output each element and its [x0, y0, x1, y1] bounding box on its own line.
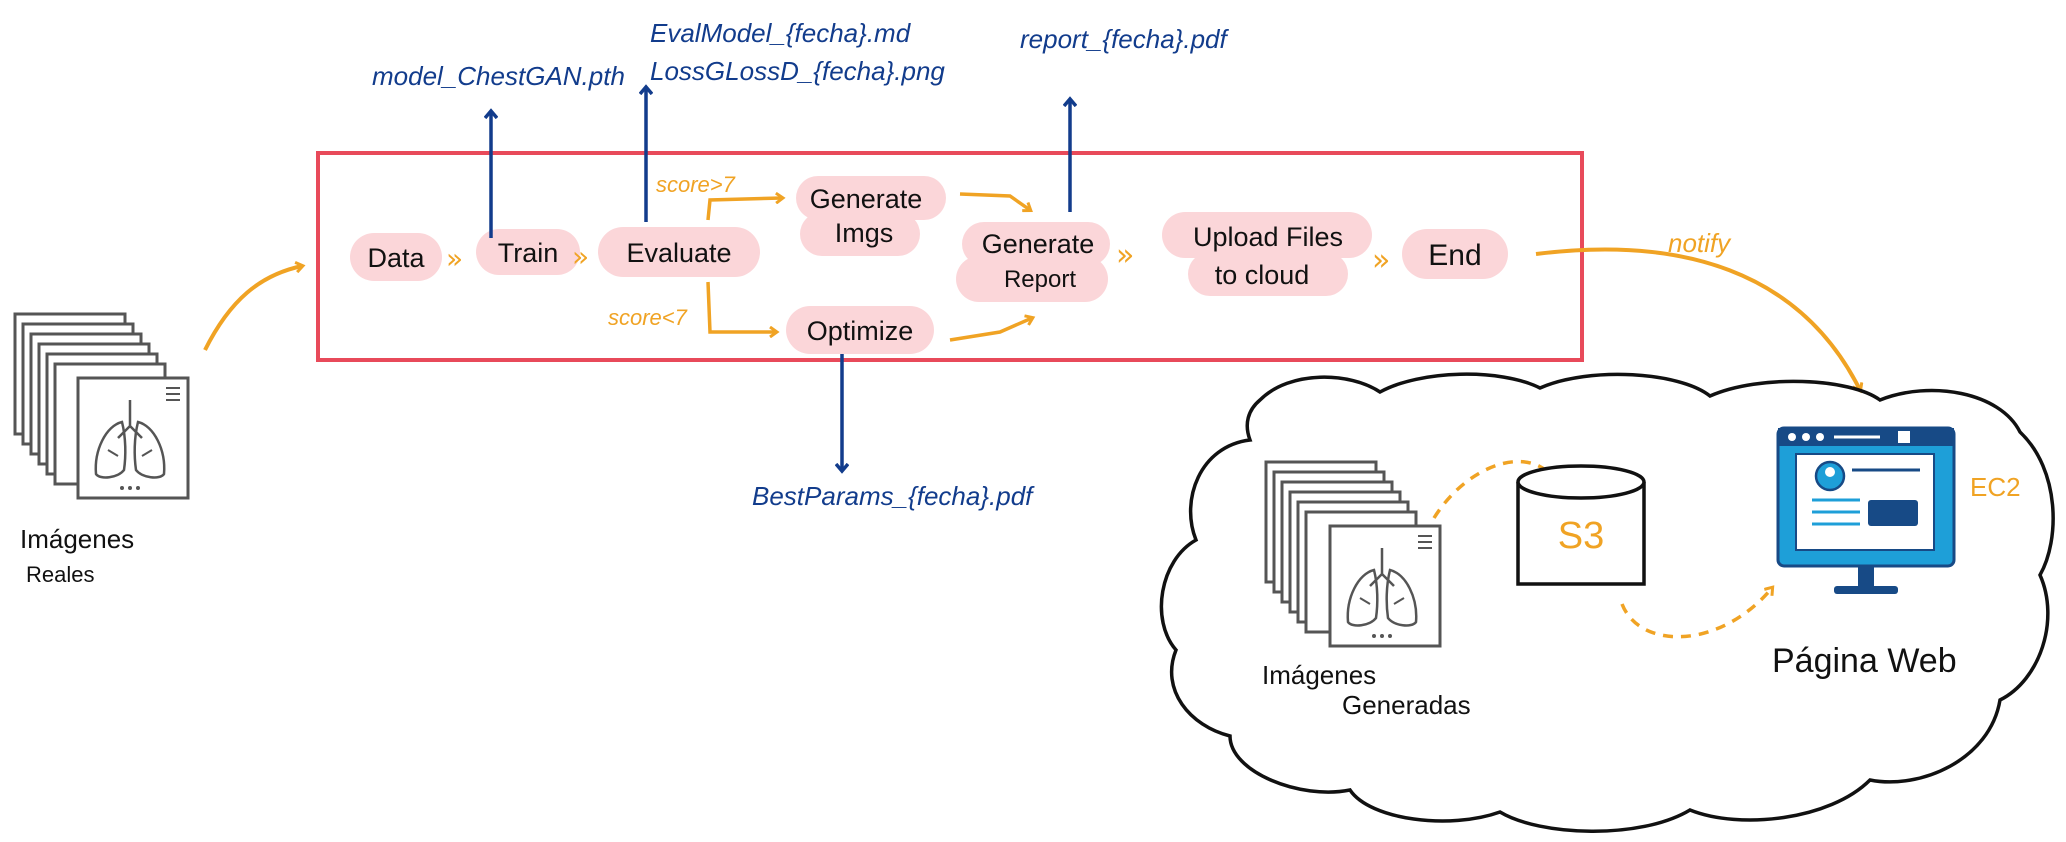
branch-high-arrow: [706, 198, 782, 221]
node-upload-label-2: to cloud: [1215, 260, 1310, 290]
notify-label: notify: [1668, 228, 1732, 258]
node-optimize: Optimize: [786, 306, 934, 354]
imgs-to-report-arrow: [959, 192, 1030, 210]
node-end-label: End: [1428, 239, 1481, 272]
output-best-params-file: BestParams_{fecha}.pdf: [752, 481, 1035, 511]
generated-images-stack-icon: [1264, 460, 1442, 648]
branch-low-arrow: [706, 281, 776, 332]
node-end: End: [1402, 229, 1508, 279]
node-generate-imgs-label-2: Imgs: [835, 218, 894, 248]
chevron-upload-end: »: [1372, 243, 1390, 278]
output-eval-file-1: EvalModel_{fecha}.md: [650, 18, 912, 48]
node-generate-report-label-2: Report: [1004, 266, 1076, 293]
generated-images-label-1: Imágenes: [1262, 660, 1376, 690]
input-arrow: [203, 266, 302, 351]
real-images-label-2: Reales: [26, 562, 94, 587]
output-eval-file-2: LossGLossD_{fecha}.png: [650, 56, 945, 86]
node-generate-imgs-label-1: Generate: [810, 184, 923, 214]
node-evaluate-label: Evaluate: [626, 238, 731, 268]
s3-label: S3: [1558, 515, 1604, 557]
cloud-shape: [1159, 372, 2055, 833]
node-data: Data: [350, 233, 442, 281]
real-images-label-1: Imágenes: [20, 524, 134, 554]
condition-high: score>7: [656, 172, 736, 197]
optimize-to-report-arrow: [949, 318, 1032, 342]
node-data-label: Data: [367, 243, 425, 273]
node-upload-files: Upload Files to cloud: [1162, 212, 1372, 296]
node-evaluate: Evaluate: [598, 227, 760, 277]
web-page-monitor-icon: [1776, 426, 1956, 594]
node-upload-label-1: Upload Files: [1193, 222, 1343, 252]
notify-arrow: [1535, 247, 1860, 390]
real-images-stack-icon: [13, 312, 190, 500]
node-optimize-label: Optimize: [807, 316, 914, 346]
s3-to-web-dashed-arrow: [1620, 588, 1772, 639]
output-model-file: model_ChestGAN.pth: [372, 61, 625, 91]
condition-low: score<7: [608, 305, 688, 330]
output-report-file: report_{fecha}.pdf: [1020, 24, 1229, 54]
images-to-s3-dashed-arrow: [1432, 460, 1560, 519]
node-generate-imgs: Generate Imgs: [796, 176, 946, 256]
node-generate-report-label-1: Generate: [982, 229, 1095, 259]
chevron-train-evaluate: »: [572, 240, 589, 273]
chevron-report-upload: »: [1116, 238, 1134, 273]
node-generate-report: Generate Report: [956, 222, 1110, 302]
node-train: Train: [476, 229, 580, 275]
pipeline-box: [316, 151, 1584, 362]
web-page-label: Página Web: [1772, 642, 1957, 680]
s3-bucket-icon: S3: [1516, 464, 1646, 586]
node-train-label: Train: [498, 238, 559, 268]
ec2-label: EC2: [1970, 472, 2021, 502]
generated-images-label-2: Generadas: [1342, 690, 1471, 720]
chevron-data-train: »: [446, 242, 463, 275]
